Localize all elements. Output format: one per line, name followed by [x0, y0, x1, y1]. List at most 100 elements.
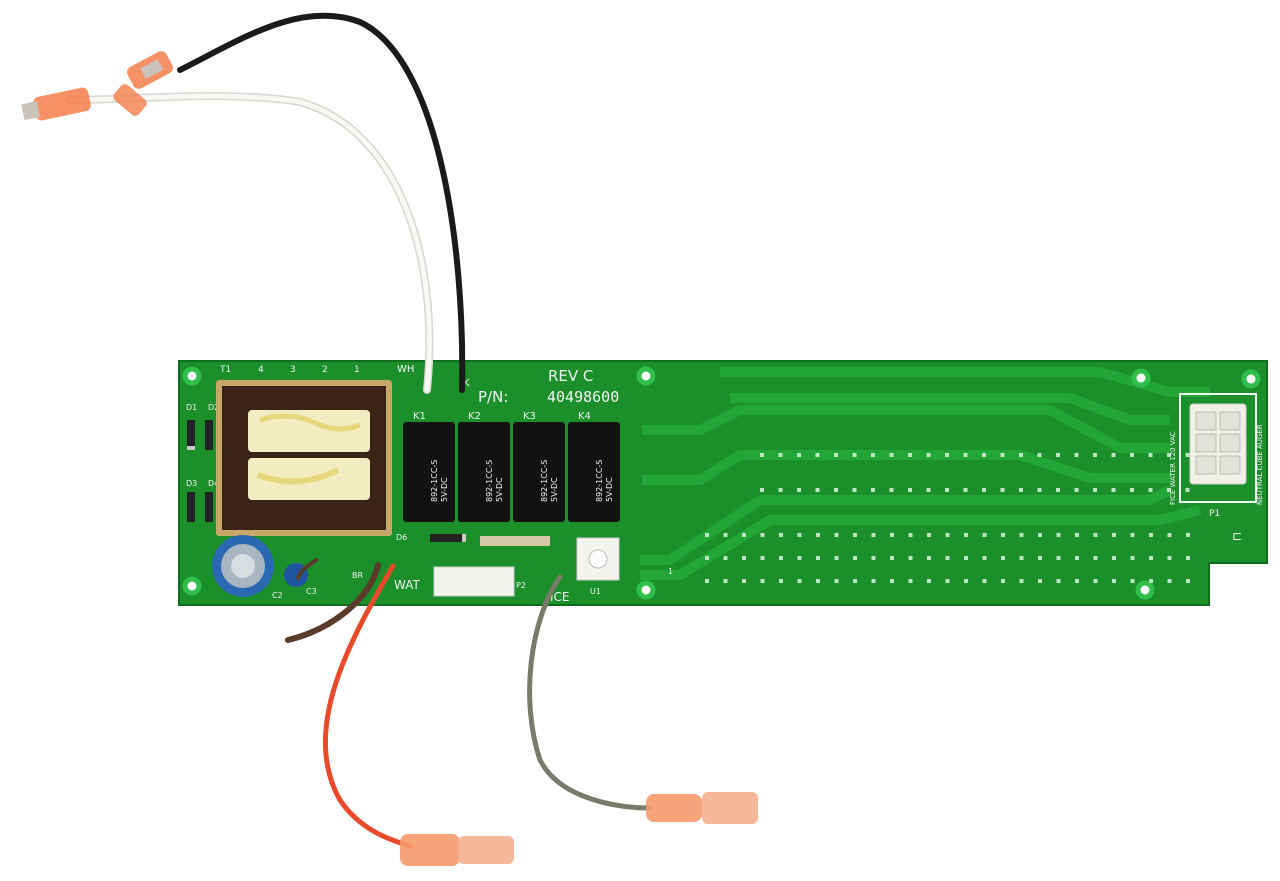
p1-label-left: FICE WATER 120 VAC — [1169, 431, 1177, 505]
wires — [66, 12, 653, 849]
solder-pad — [778, 453, 783, 457]
solder-pad — [908, 556, 913, 560]
diode-label-d3: D3 — [186, 479, 197, 488]
solder-pad — [1001, 556, 1005, 560]
solder-pad — [1185, 488, 1190, 492]
solder-pad — [871, 579, 876, 583]
relay-label-k3: K3 — [523, 411, 536, 422]
diode-label-d4: D4 — [208, 479, 219, 488]
solder-pad — [890, 556, 894, 560]
diode-label-d2: D2 — [208, 403, 219, 412]
solder-pad — [927, 533, 931, 537]
red-wire — [322, 563, 413, 849]
gray-wire — [527, 574, 653, 811]
relay-volt-k1: 5V-DC — [440, 477, 449, 502]
solder-pad — [816, 556, 820, 560]
solder-pad — [1000, 488, 1005, 492]
relay-text-k2: 892-1CC-S — [485, 460, 494, 502]
terminal-gray — [646, 792, 758, 824]
solder-pad — [852, 453, 857, 457]
diode-label-d1: D1 — [186, 403, 197, 412]
solder-pad — [1167, 533, 1172, 537]
transformer-pin-1: 1 — [354, 365, 360, 375]
solder-pad — [982, 556, 987, 560]
solder-pad — [908, 533, 913, 537]
solder-pad — [890, 579, 894, 583]
part-number: 40498600 — [547, 388, 619, 406]
solder-pad — [778, 488, 783, 492]
solder-pad — [1093, 488, 1097, 492]
solder-pad — [816, 579, 820, 583]
solder-pad — [797, 488, 801, 492]
solder-pad — [945, 556, 950, 560]
solder-pad — [890, 533, 894, 537]
solder-pad — [1093, 533, 1098, 537]
solder-pad — [945, 488, 949, 492]
solder-pad — [1130, 579, 1135, 583]
u1-pin-label: 1 — [668, 567, 673, 576]
solder-pad — [742, 533, 746, 537]
u1-chip — [576, 537, 620, 581]
solder-pad — [963, 453, 968, 457]
solder-pad — [815, 488, 820, 492]
pn-label: P/N: — [478, 388, 508, 406]
solder-pad — [760, 556, 765, 560]
relays: 892-1CC-S 5V-DC 892-1CC-S 5V-DC 892-1CC-… — [403, 422, 620, 522]
solder-pad — [1112, 556, 1116, 560]
status-mark: ⊏ — [1232, 529, 1242, 543]
solder-pad — [1019, 533, 1024, 537]
solder-pad — [1056, 579, 1061, 583]
solder-pad — [982, 488, 986, 492]
solder-pad — [1056, 488, 1060, 492]
solder-pad — [889, 488, 894, 492]
solder-pad — [964, 533, 968, 537]
u1-label: U1 — [590, 587, 601, 596]
solder-pad — [705, 533, 709, 537]
terminal-white-top — [21, 87, 91, 121]
solder-pad — [1186, 579, 1190, 583]
black-wire-label: K — [463, 378, 470, 389]
solder-pad — [1093, 556, 1098, 560]
solder-pad — [1130, 488, 1134, 492]
rev-label: REV C — [548, 367, 593, 385]
solder-pad — [871, 556, 876, 560]
solder-pad — [1149, 556, 1153, 560]
connector-label-p2: P2 — [516, 581, 526, 590]
solder-pad — [1001, 533, 1005, 537]
transformer-label: T1 — [219, 365, 231, 375]
solder-pad — [853, 579, 857, 583]
solder-pad — [1148, 488, 1153, 492]
solder-pad — [1167, 579, 1172, 583]
solder-pad — [1111, 488, 1116, 492]
relay-text-k4: 892-1CC-S — [595, 460, 604, 502]
relay-text-k1: 892-1CC-S — [430, 460, 439, 502]
solder-pad — [1075, 556, 1079, 560]
solder-pad — [1093, 453, 1097, 457]
solder-pad — [1038, 556, 1042, 560]
solder-pad — [853, 556, 857, 560]
solder-pad — [926, 488, 931, 492]
solder-pad — [1186, 533, 1190, 537]
relay-volt-k4: 5V-DC — [605, 477, 614, 502]
solder-pad — [779, 556, 783, 560]
solder-pad — [1019, 556, 1024, 560]
solder-pad — [760, 453, 764, 457]
solder-pad — [982, 533, 987, 537]
solder-pad — [742, 556, 746, 560]
transformer-pin-4: 4 — [258, 365, 264, 375]
solder-pad — [1112, 579, 1116, 583]
solder-pad — [1038, 533, 1042, 537]
terminal-misc-top — [113, 84, 147, 116]
solder-pad — [1130, 453, 1134, 457]
solder-pad — [1000, 453, 1005, 457]
ice-label: ICE — [550, 590, 570, 604]
relay-label-k4: K4 — [578, 411, 591, 422]
solder-pad — [871, 533, 876, 537]
solder-pad — [1167, 488, 1171, 492]
terminal-black-top — [127, 51, 173, 89]
solder-pad — [1056, 533, 1061, 537]
water-label: WAT — [394, 578, 420, 592]
terminal-red — [400, 834, 514, 866]
black-wire — [177, 12, 466, 393]
